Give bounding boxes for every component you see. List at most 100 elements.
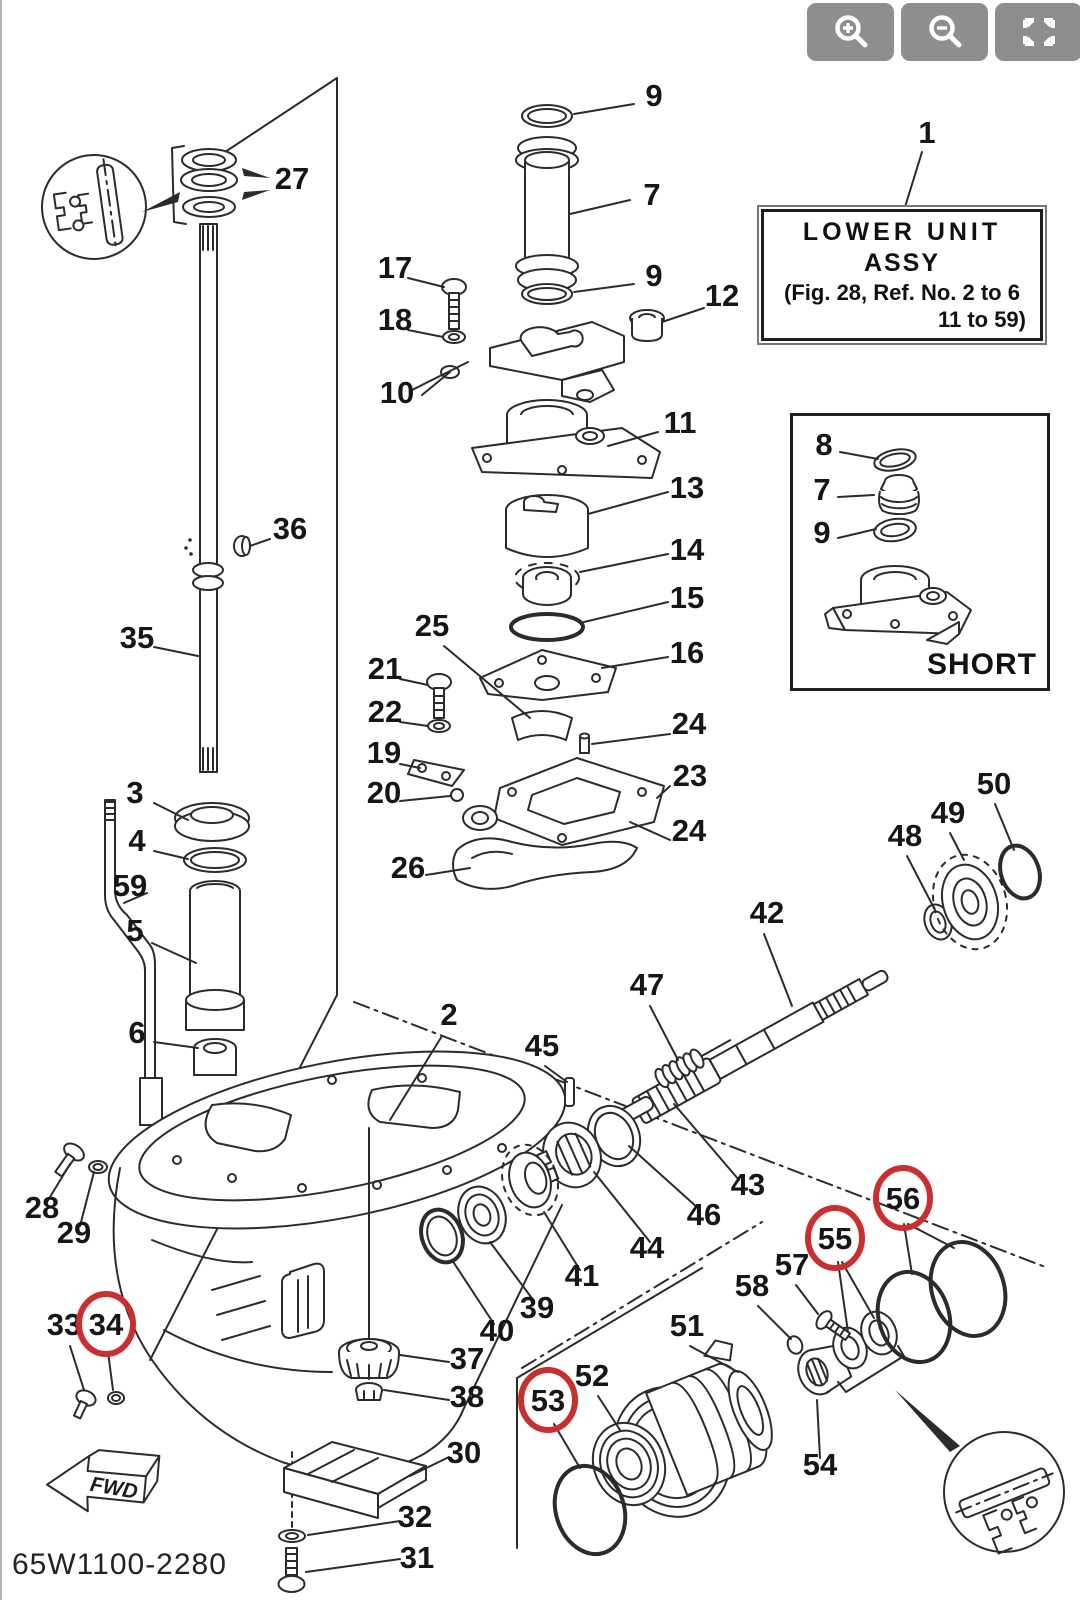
reverse-gear (931, 853, 1009, 951)
callout-11: 11 (664, 405, 697, 440)
fullscreen-button[interactable] (995, 3, 1080, 61)
callout-layer: 1234567998791011121314151617181920212223… (25, 78, 1011, 1575)
callout-29: 29 (57, 1215, 91, 1250)
callout-34: 34 (89, 1307, 124, 1342)
callout-26: 26 (391, 850, 425, 885)
carrier-body (645, 1339, 773, 1497)
gearcase-fasteners (54, 1142, 125, 1420)
callout-6: 6 (128, 1015, 145, 1050)
drive-shaft (184, 223, 251, 773)
callout-37: 37 (450, 1341, 484, 1376)
callout-30: 30 (447, 1435, 481, 1470)
driveshaft-seal-stack (171, 145, 270, 225)
callout-12: 12 (705, 278, 739, 313)
highlight-ring-53 (518, 1367, 578, 1433)
seal-detail-circle-top (41, 154, 180, 260)
callout-54: 54 (803, 1447, 838, 1482)
highlight-ring-55 (805, 1205, 865, 1271)
highlight-ring-34 (76, 1291, 136, 1357)
pinion-gear (338, 1338, 400, 1380)
seal-detail-circle-bottom (895, 1390, 1065, 1555)
callout-14: 14 (670, 532, 705, 567)
callout-44: 44 (630, 1230, 665, 1265)
callout-24: 24 (672, 813, 707, 848)
callout-22: 22 (368, 694, 402, 729)
callout-16: 16 (670, 635, 704, 670)
callout-13: 13 (670, 470, 704, 505)
callout-47: 47 (630, 967, 664, 1002)
callout-58: 58 (735, 1268, 769, 1303)
callout-25: 25 (415, 608, 449, 643)
callout-38: 38 (450, 1379, 484, 1414)
short-box-parts (824, 448, 972, 645)
callout-45: 45 (525, 1028, 559, 1063)
callout-9: 9 (813, 515, 830, 550)
expand-arrows-icon (1022, 18, 1055, 46)
gearcase-housing (107, 1050, 567, 1475)
callout-52: 52 (575, 1358, 609, 1393)
callout-31: 31 (400, 1540, 434, 1575)
water-tube-group (515, 104, 579, 305)
pinion-group (277, 1127, 559, 1593)
callout-3: 3 (126, 775, 143, 810)
zoom-in-button[interactable] (807, 3, 894, 61)
zoom-out-button[interactable] (901, 3, 988, 61)
callout-7: 7 (643, 177, 660, 212)
callout-33: 33 (47, 1307, 81, 1342)
callout-8: 8 (815, 427, 832, 462)
callout-28: 28 (25, 1190, 59, 1225)
tube-bracket-group (421, 278, 665, 403)
callout-42: 42 (750, 895, 784, 930)
callout-49: 49 (931, 795, 965, 830)
magnifier-plus-icon (834, 15, 867, 48)
callout-9: 9 (645, 78, 662, 113)
prop-shaft-seal (591, 1421, 667, 1507)
short-variant-box: SHORT (790, 413, 1050, 691)
callout-43: 43 (731, 1167, 765, 1202)
pump-base-gasket-group (407, 673, 665, 890)
callout-23: 23 (673, 758, 707, 793)
callout-27: 27 (275, 161, 309, 196)
highlight-ring-56 (873, 1165, 933, 1231)
drawing-number: 65W1100-2280 (12, 1548, 227, 1581)
callout-36: 36 (273, 511, 307, 546)
callout-1: 1 (918, 115, 935, 150)
callout-10: 10 (380, 375, 414, 410)
short-pump-housing (824, 565, 972, 645)
magnifier-minus-icon (928, 15, 961, 48)
callout-19: 19 (367, 735, 401, 770)
assy-box-line2: ASSY (863, 249, 941, 277)
thrust-bushing (797, 1343, 853, 1396)
lower-unit-assy-box-inner: LOWER UNIT ASSY (Fig. 28, Ref. No. 2 to … (761, 209, 1043, 341)
callout-7: 7 (813, 472, 830, 507)
prop-shaft-group (536, 843, 1042, 1189)
callout-50: 50 (977, 766, 1011, 801)
callout-39: 39 (520, 1290, 554, 1325)
callout-4: 4 (128, 823, 146, 858)
callout-21: 21 (368, 651, 402, 686)
callout-2: 2 (440, 997, 457, 1032)
callout-40: 40 (480, 1313, 514, 1348)
callout-46: 46 (687, 1197, 721, 1232)
callout-53: 53 (531, 1383, 565, 1418)
callout-55: 55 (818, 1221, 852, 1256)
callout-56: 56 (886, 1181, 920, 1216)
callout-48: 48 (888, 818, 922, 853)
shift-spring (654, 1039, 732, 1089)
short-label: SHORT (927, 648, 1037, 681)
water-pump-stack (471, 399, 661, 741)
assy-box-line4: 11 to 59) (937, 307, 1026, 332)
callout-17: 17 (378, 250, 412, 285)
viewer-toolbar (807, 3, 1080, 61)
callout-5: 5 (126, 913, 143, 948)
callout-51: 51 (670, 1308, 704, 1343)
callout-35: 35 (120, 620, 154, 655)
callout-59: 59 (113, 868, 147, 903)
callout-9: 9 (645, 258, 662, 293)
callout-32: 32 (398, 1499, 432, 1534)
callout-41: 41 (565, 1258, 599, 1293)
callout-15: 15 (670, 580, 704, 615)
fwd-arrow: FWD (46, 1449, 161, 1513)
